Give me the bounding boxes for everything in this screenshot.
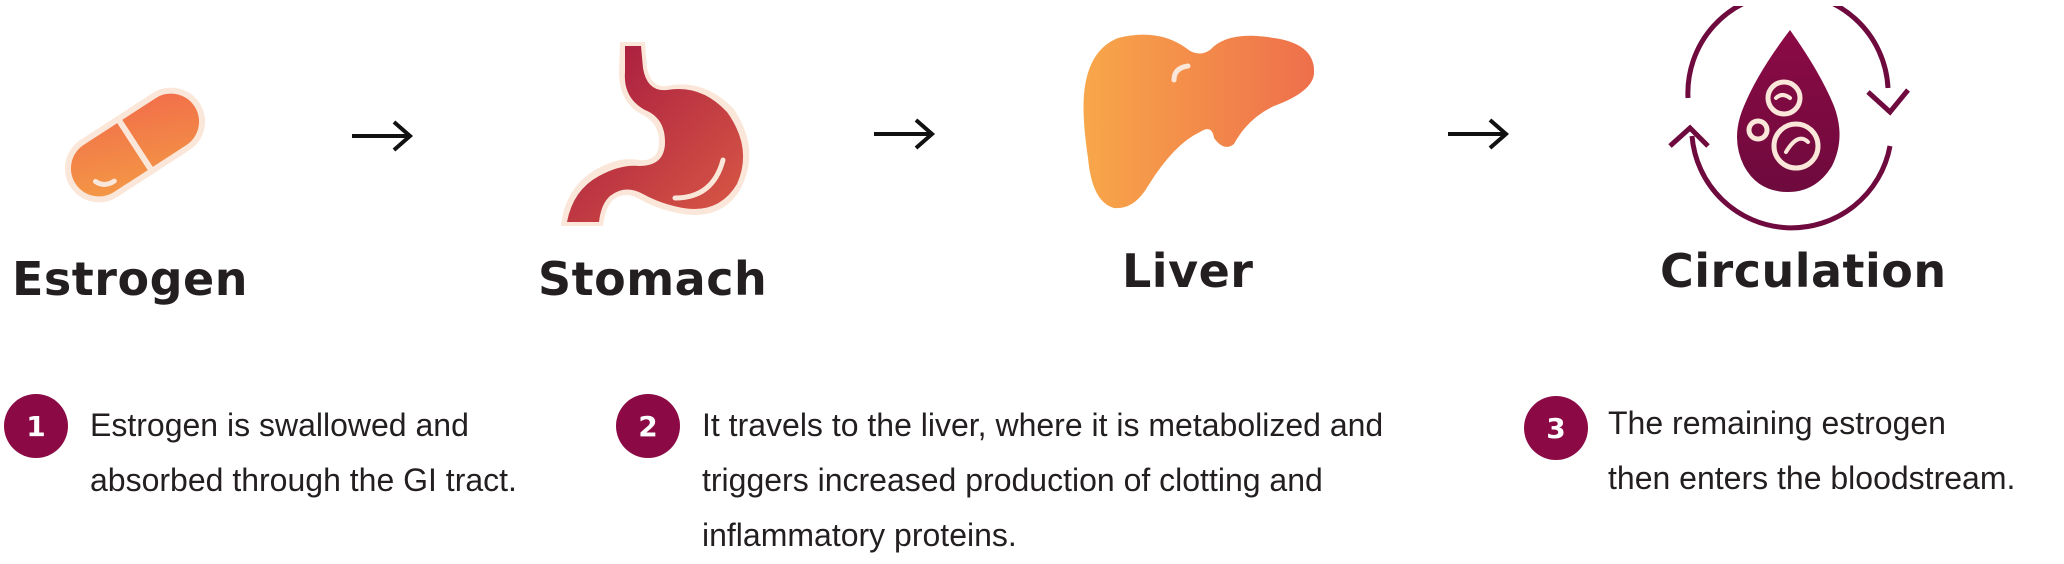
blood-drop-circulation-icon — [1668, 6, 1910, 231]
right-arrow-icon — [352, 120, 414, 152]
step-text-3: The remaining estrogen then enters the b… — [1608, 396, 2015, 506]
liver-icon — [1083, 34, 1315, 209]
step-text-2: It travels to the liver, where it is met… — [702, 398, 1383, 563]
stage-label-estrogen: Estrogen — [12, 252, 248, 306]
step-text-1: Estrogen is swallowed and absorbed throu… — [90, 398, 517, 508]
right-arrow-icon — [874, 118, 936, 150]
step-text-line: Estrogen is swallowed and — [90, 407, 469, 443]
step-badge-2: 2 — [616, 394, 680, 458]
stage-label-liver: Liver — [1122, 244, 1254, 298]
stomach-icon — [561, 42, 750, 226]
stage-label-stomach: Stomach — [538, 252, 768, 306]
step-text-line: then enters the bloodstream. — [1608, 460, 2016, 496]
step-badge-3: 3 — [1524, 396, 1588, 460]
pill-icon — [64, 87, 206, 203]
step-text-line: triggers increased production of clottin… — [702, 462, 1323, 498]
step-text-line: It travels to the liver, where it is met… — [702, 407, 1384, 443]
step-text-line: The remaining estrogen — [1608, 405, 1946, 441]
step-text-line: absorbed through the GI tract. — [90, 462, 517, 498]
right-arrow-icon — [1448, 118, 1510, 150]
step-text-line: inflammatory proteins. — [702, 517, 1017, 553]
stage-label-circulation: Circulation — [1660, 244, 1947, 298]
step-badge-1: 1 — [4, 394, 68, 458]
